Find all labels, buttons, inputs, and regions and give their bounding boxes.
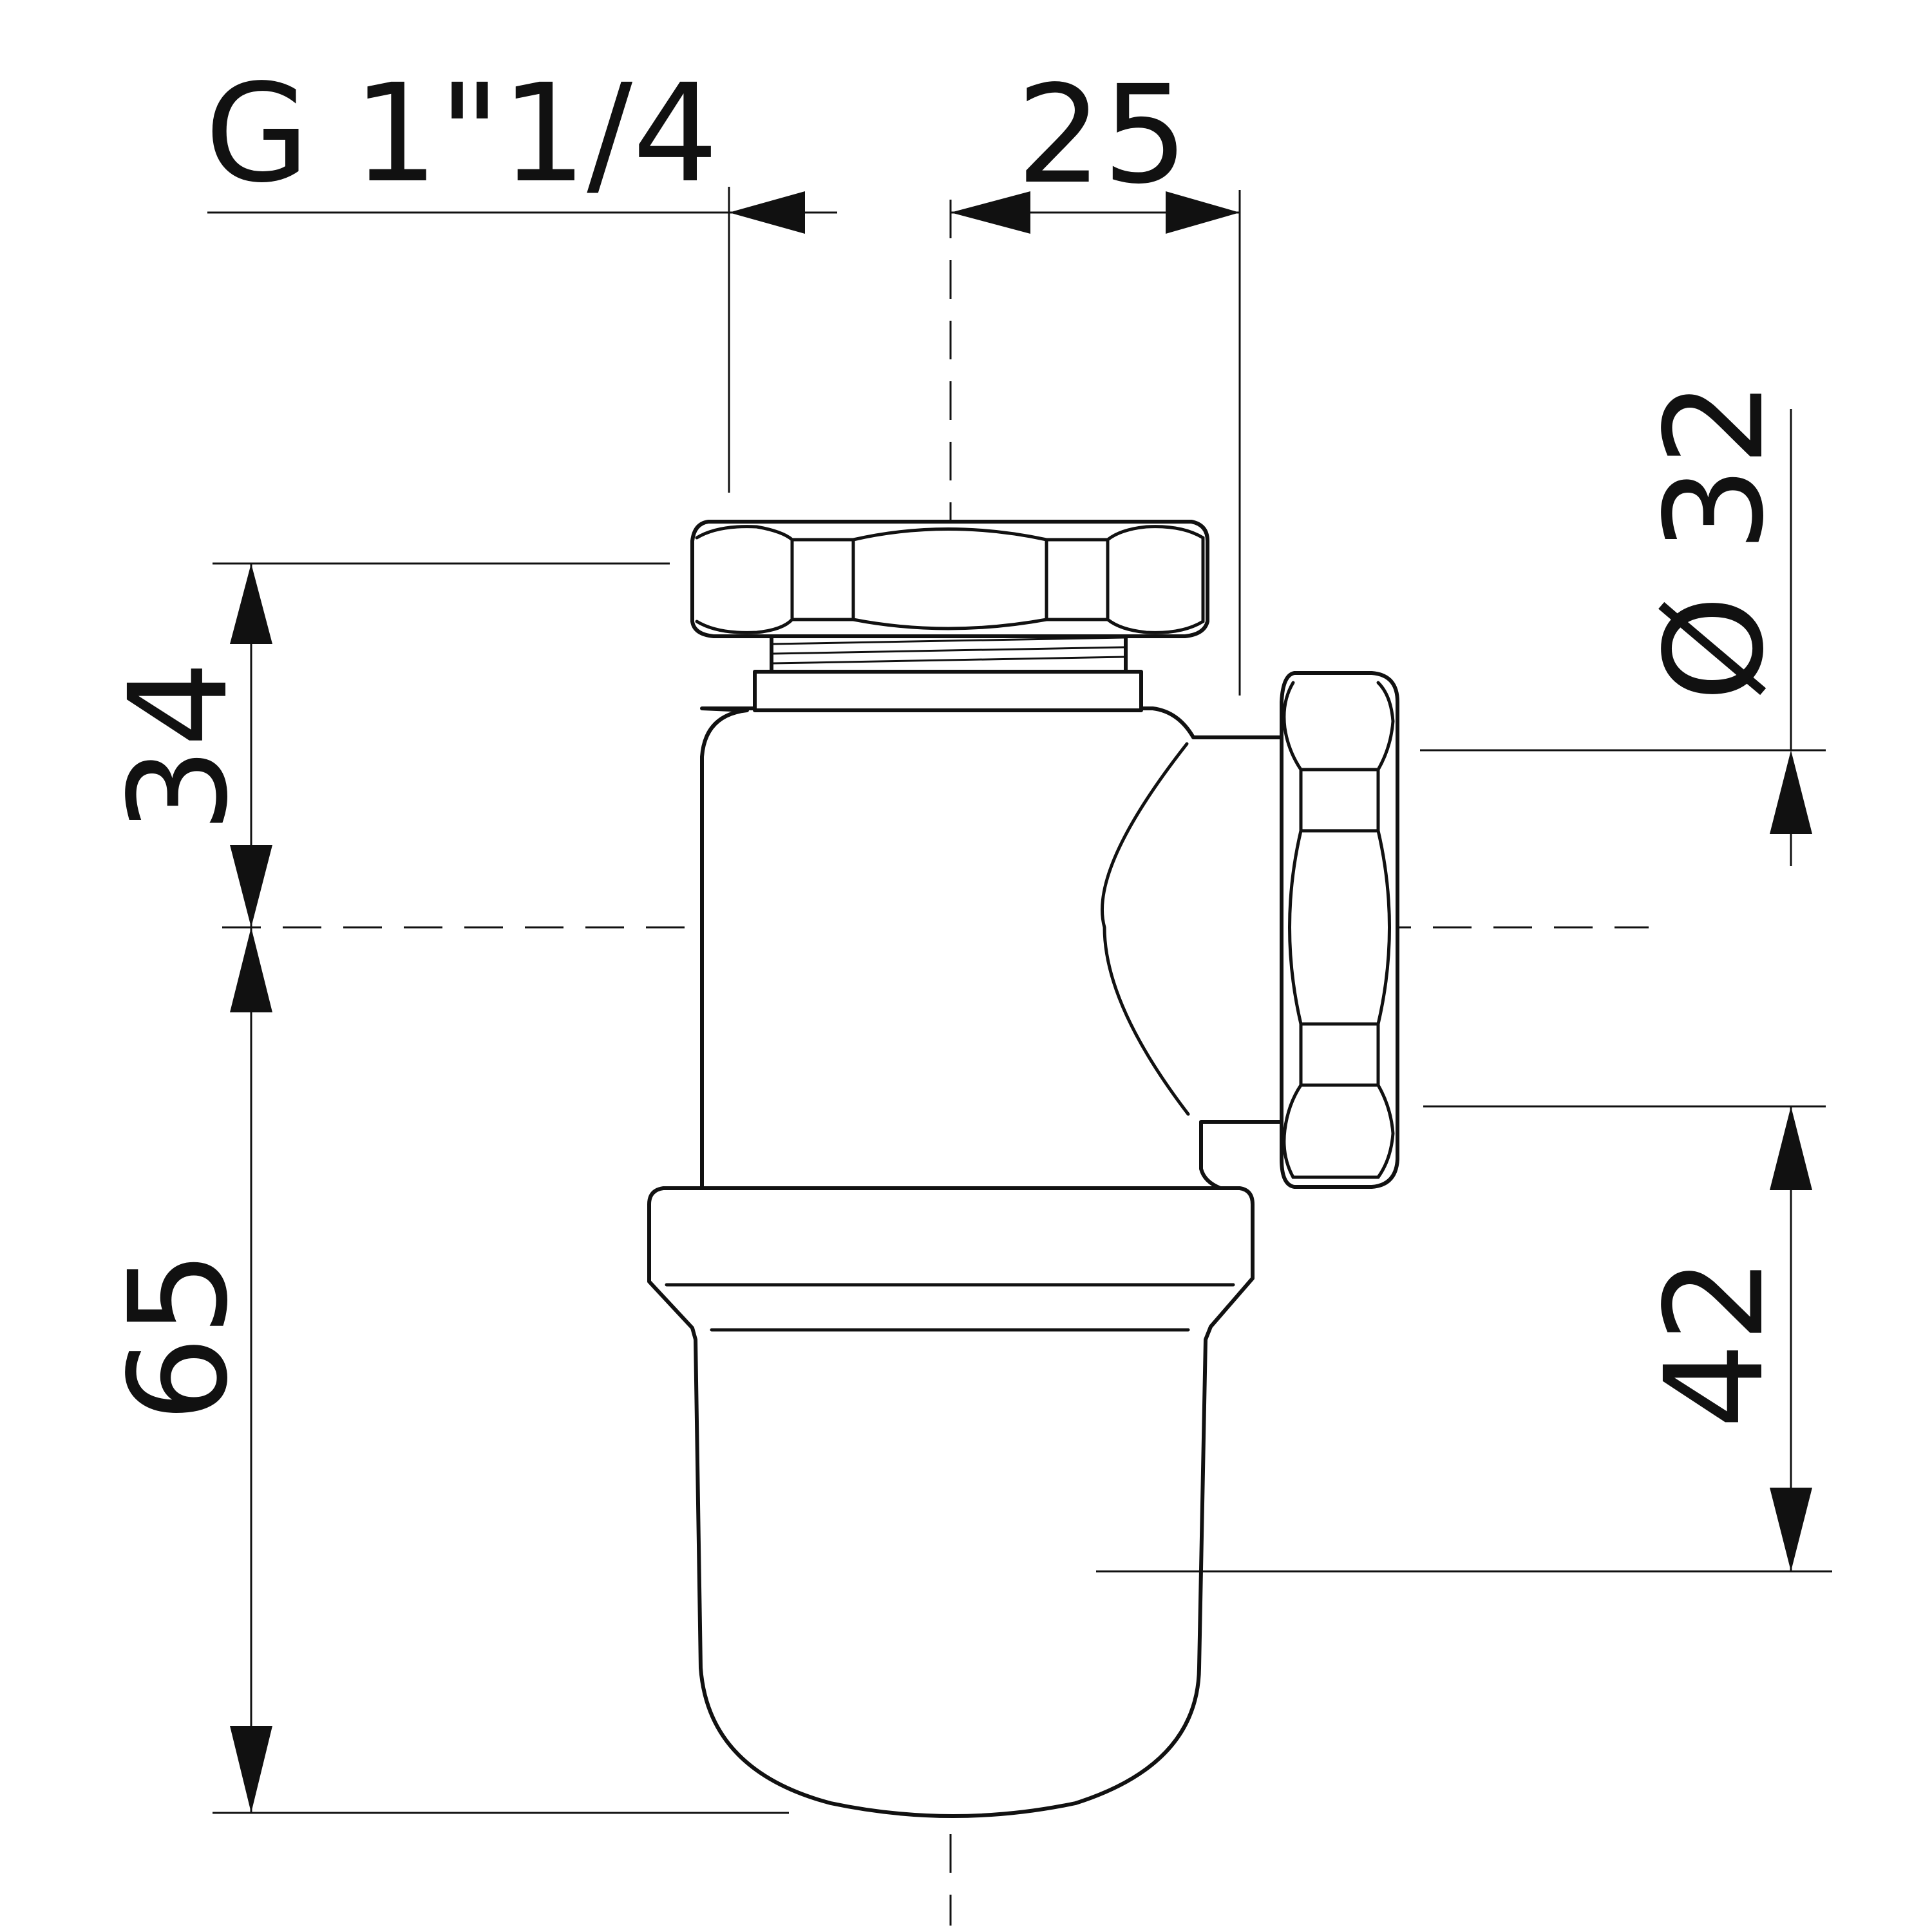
side-nut-facet: [1282, 1083, 1395, 1179]
offset-label: 25: [1016, 56, 1188, 214]
outlet-height-arrow-top: [1770, 1106, 1812, 1190]
outlet-diameter-label: Ø 32: [1636, 380, 1794, 701]
top-nut-facet: [1106, 525, 1205, 634]
dimension-lines: [230, 191, 1812, 1813]
side-hex-nut: [1280, 671, 1399, 1189]
neck-collar: [753, 670, 1143, 712]
outlet-nut: [1280, 671, 1399, 1189]
top-nut-flat: [1045, 538, 1110, 621]
side-nut-flat: [1299, 768, 1380, 833]
top-connection: [690, 520, 1209, 712]
thread-dimension-arrow: [729, 191, 805, 234]
trap-body: [647, 706, 1283, 1818]
dimension-labels: G 1"1/4 25 34 65 Ø 32 42: [100, 55, 1794, 1429]
side-nut-flat: [1299, 1022, 1380, 1087]
offset-arrow-right: [1166, 191, 1240, 234]
top-hex-nut: [690, 520, 1209, 638]
upper-height-label: 34: [100, 661, 258, 833]
trap-lower-cup: [647, 1186, 1255, 1818]
outlet-inner-curve: [1101, 742, 1190, 1116]
outlet-height-arrow-bottom: [1770, 1488, 1812, 1571]
lower-height-arrow-bottom: [230, 1726, 272, 1813]
thread-line: [772, 646, 1125, 655]
lower-height-arrow-top: [230, 927, 272, 1012]
upper-height-arrow-bottom: [230, 845, 272, 927]
lower-height-label: 65: [100, 1250, 258, 1422]
diameter-arrow: [1770, 750, 1812, 834]
thread-size-label: G 1"1/4: [205, 55, 719, 213]
trap-upper-body: [700, 706, 1283, 1190]
upper-height-arrow-top: [230, 564, 272, 644]
thread-line: [772, 636, 1125, 645]
outlet-height-label: 42: [1636, 1256, 1794, 1428]
offset-arrow-left: [951, 191, 1030, 234]
top-nut-flat: [790, 538, 855, 621]
thread-line: [772, 656, 1125, 665]
